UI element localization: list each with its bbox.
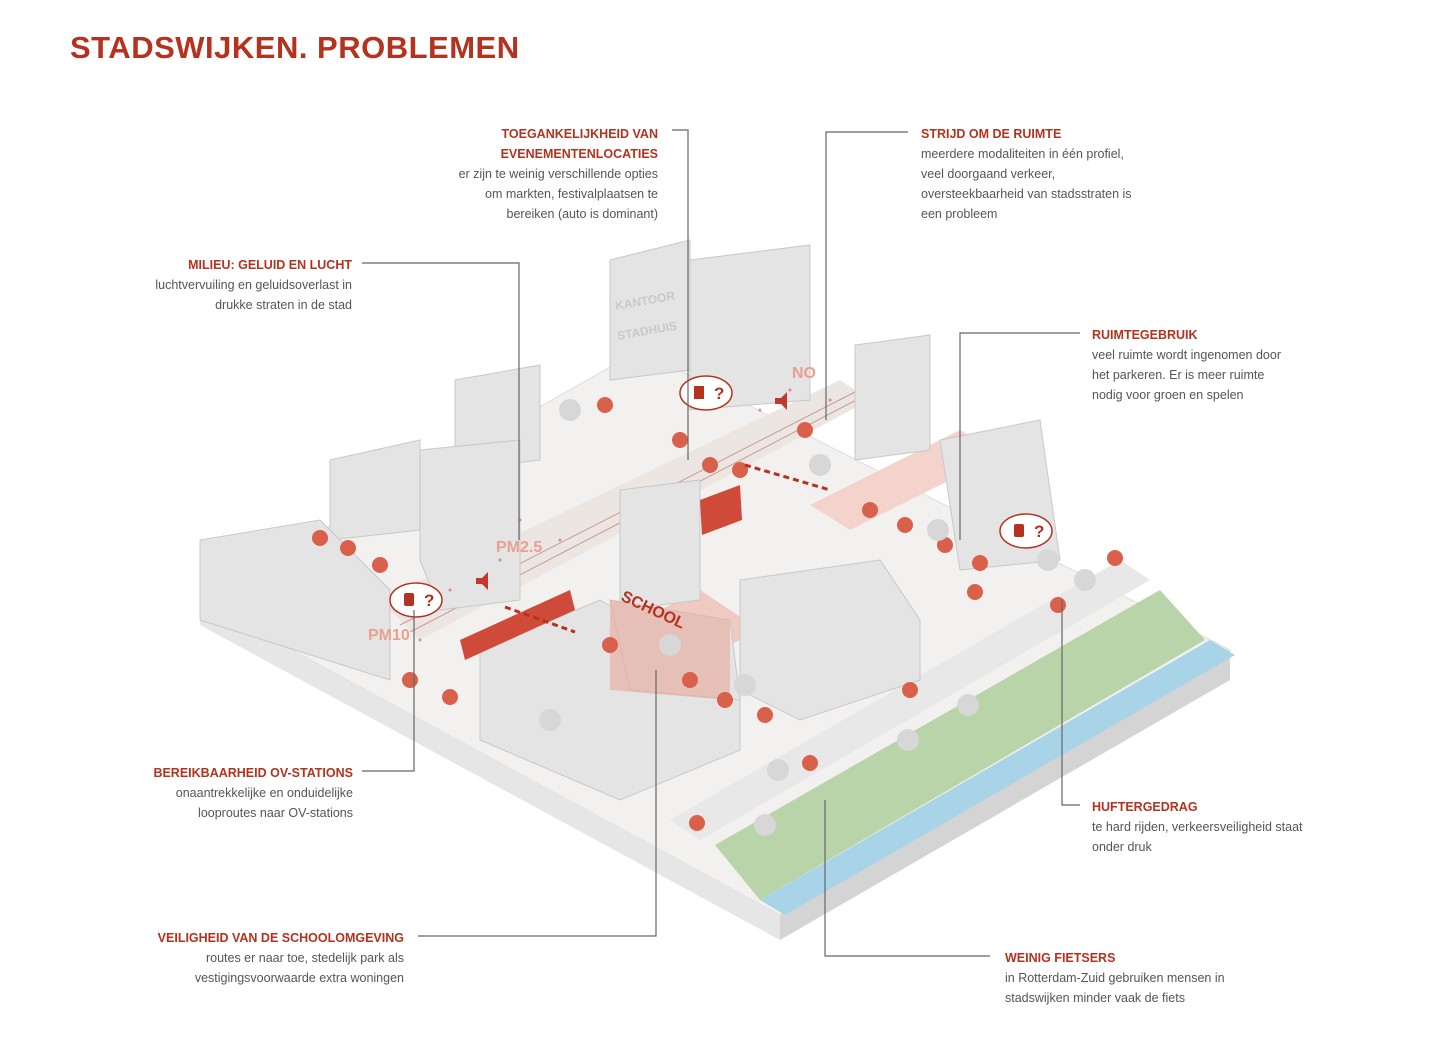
annotation-text: het parkeren. Er is meer ruimte <box>1092 368 1265 382</box>
green-embankment <box>715 590 1205 900</box>
tram <box>700 485 742 535</box>
annotation-text: veel ruimte wordt ingenomen door <box>1092 348 1281 362</box>
annotation-ruimtegebruik: RUIMTEGEBRUIK veel ruimte wordt ingenome… <box>1092 325 1281 405</box>
sound-icon <box>476 572 488 590</box>
no-label: NO <box>792 365 816 382</box>
tram <box>460 590 575 660</box>
annotation-text: onaantrekkelijke en onduidelijke <box>175 786 353 800</box>
sound-icon <box>775 392 787 410</box>
annotation-heading: STRIJD OM DE RUIMTE <box>921 127 1062 141</box>
annotation-text: nodig voor groen en spelen <box>1092 388 1244 402</box>
annotation-text: onder druk <box>1092 840 1152 854</box>
tree-icon <box>694 386 704 399</box>
annotation-text: stadswijken minder vaak de fiets <box>1005 991 1185 1005</box>
crossing-arrow <box>504 605 576 634</box>
trees <box>539 399 1096 836</box>
annotation-text: vestigingsvoorwaarde extra woningen <box>194 971 404 985</box>
annotation-text: een probleem <box>921 207 998 221</box>
annotation-text: veel doorgaand verkeer, <box>921 167 1056 181</box>
annotation-fietsers: WEINIG FIETSERS in Rotterdam-Zuid gebrui… <box>1005 948 1225 1008</box>
annotation-text: oversteekbaarheid van stadsstraten is <box>921 187 1132 201</box>
ground-side-left <box>200 600 780 940</box>
annotation-bereikbaarheid: BEREIKBAARHEID OV-STATIONS onaantrekkeli… <box>80 763 353 823</box>
annotation-heading: HUFTERGEDRAG <box>1092 800 1198 814</box>
annotation-text: luchtvervuiling en geluidsoverlast in <box>155 278 352 292</box>
crossing-arrow <box>744 463 831 492</box>
annotation-heading: RUIMTEGEBRUIK <box>1092 328 1198 342</box>
annotation-text: te hard rijden, verkeersveiligheid staat <box>1092 820 1303 834</box>
leader-lines <box>362 129 1080 957</box>
annotation-text: bereiken (auto is dominant) <box>506 207 658 221</box>
annotation-text: er zijn te weinig verschillende opties <box>458 167 658 181</box>
train-icon <box>404 593 414 606</box>
annotation-veiligheid: VEILIGHEID VAN DE SCHOOLOMGEVING routes … <box>80 928 404 988</box>
page-title: STADSWIJKEN. PROBLEMEN <box>70 30 520 65</box>
river <box>760 640 1235 915</box>
annotation-heading: WEINIG FIETSERS <box>1005 951 1116 965</box>
annotation-heading: BEREIKBAARHEID OV-STATIONS <box>153 766 353 780</box>
annotation-huftergedrag: HUFTERGEDRAG te hard rijden, verkeersvei… <box>1092 797 1303 857</box>
annotation-text: in Rotterdam-Zuid gebruiken mensen in <box>1005 971 1225 985</box>
annotation-text: drukke straten in de stad <box>215 298 352 312</box>
question-mark: ? <box>714 384 724 403</box>
annotation-text: meerdere modaliteiten in één profiel, <box>921 147 1124 161</box>
annotation-toegankelijkheid: TOEGANKELIJKHEID VAN EVENEMENTENLOCATIES… <box>380 124 658 224</box>
river-road <box>670 560 1150 840</box>
pm25-label: PM2.5 <box>496 539 542 556</box>
annotation-text: om markten, festivalplaatsen te <box>485 187 658 201</box>
annotation-milieu: MILIEU: GELUID EN LUCHT luchtvervuiling … <box>100 255 352 315</box>
train-icon <box>1014 524 1024 537</box>
annotation-heading: MILIEU: GELUID EN LUCHT <box>188 258 352 272</box>
annotation-heading: EVENEMENTENLOCATIES <box>500 147 658 161</box>
question-bubble <box>389 375 1053 618</box>
annotation-heading: TOEGANKELIJKHEID VAN <box>501 127 658 141</box>
annotation-strijd: STRIJD OM DE RUIMTE meerdere modaliteite… <box>921 124 1132 224</box>
question-mark: ? <box>1034 522 1044 541</box>
pm10-label: PM10 <box>368 627 410 644</box>
question-mark: ? <box>424 591 434 610</box>
annotation-text: routes er naar toe, stedelijk park als <box>205 951 404 965</box>
annotation-heading: VEILIGHEID VAN DE SCHOOLOMGEVING <box>157 931 404 945</box>
annotation-text: looproutes naar OV-stations <box>198 806 353 820</box>
